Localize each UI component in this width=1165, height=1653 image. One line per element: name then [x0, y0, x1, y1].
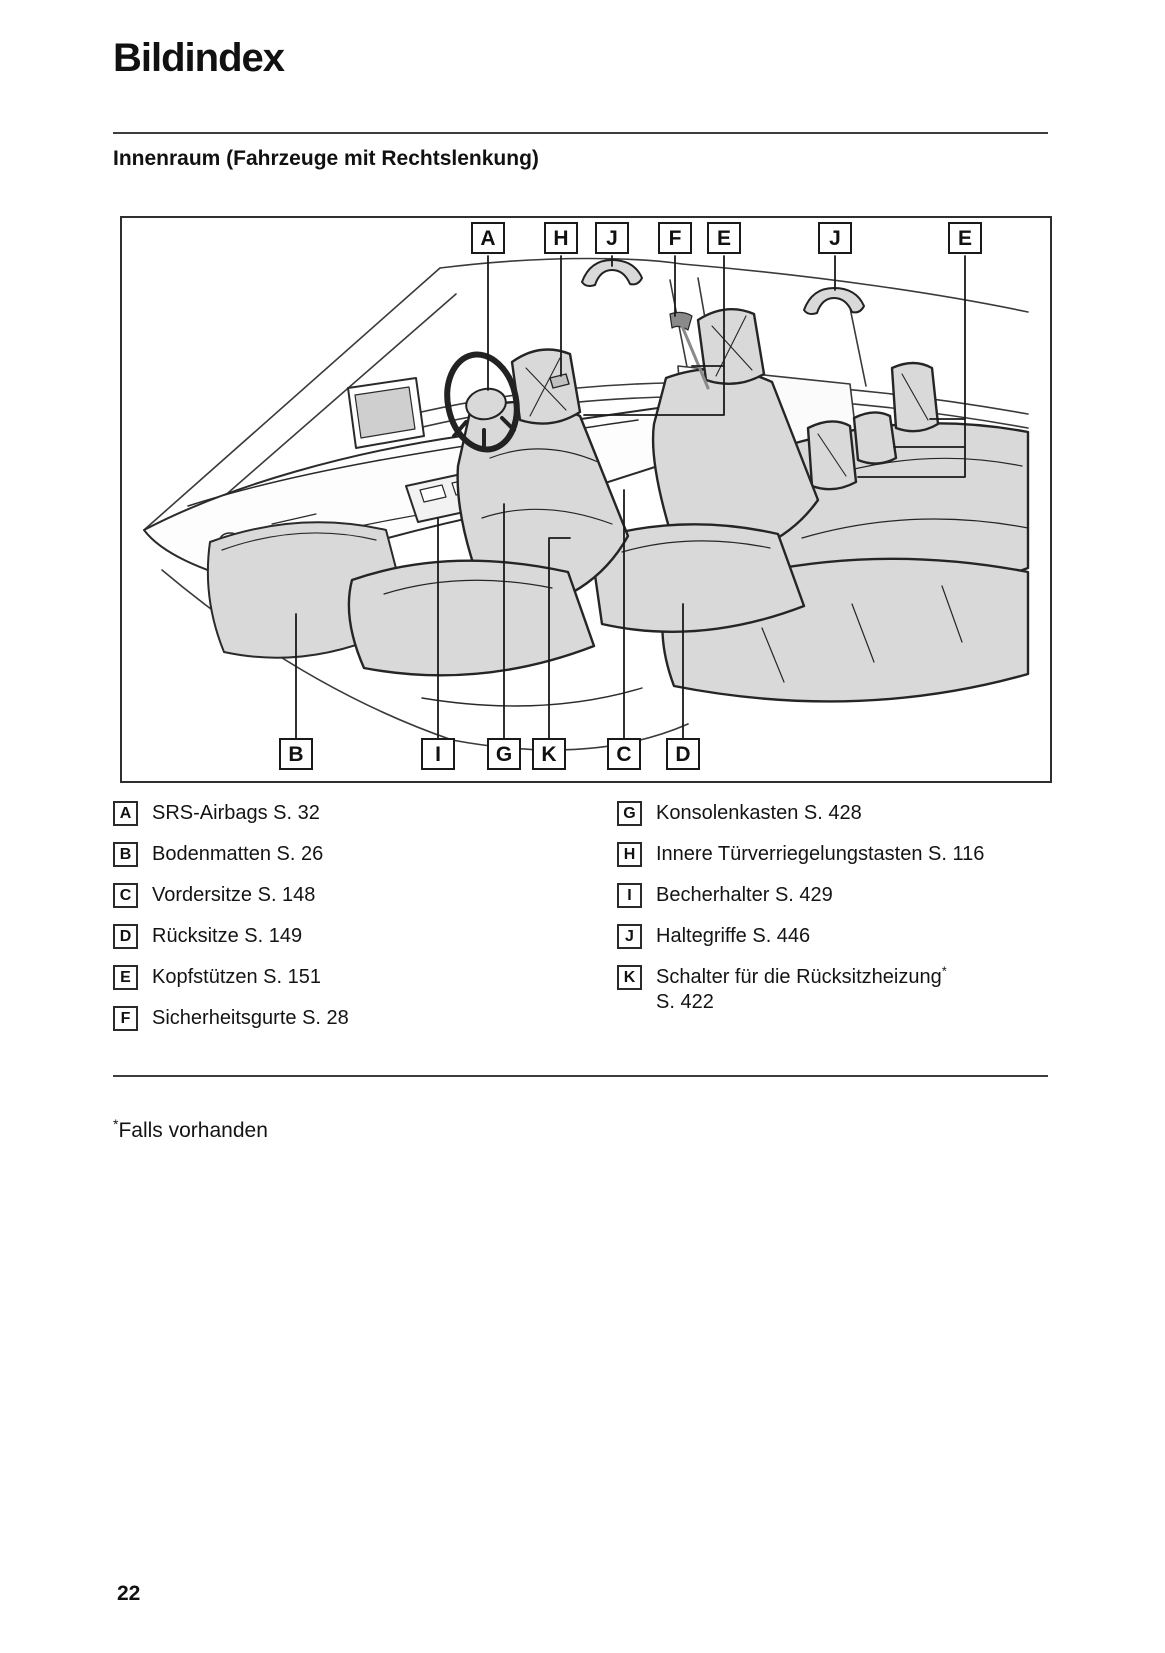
legend-text-G: Konsolenkasten S. 428 — [656, 802, 862, 824]
legend-key-F: F — [113, 1006, 138, 1031]
divider-top — [113, 132, 1048, 134]
legend-text-H: Innere Türverriegelungstasten S. 116 — [656, 843, 985, 865]
callout-box-J-front: J — [595, 222, 629, 254]
interior-figure: A H J F E J E B I G K C D — [120, 216, 1052, 783]
legend-text-J: Haltegriffe S. 446 — [656, 925, 811, 947]
legend-key-C: C — [113, 883, 138, 908]
legend-item-K: K Schalter für die Rücksitzheizung* S. 4… — [617, 963, 1048, 1015]
callout-box-D: D — [666, 738, 700, 770]
legend-key-H: H — [617, 842, 642, 867]
callout-box-B: B — [279, 738, 313, 770]
callout-box-F: F — [658, 222, 692, 254]
grab-handle-rear — [803, 287, 865, 315]
legend-column-right: G Konsolenkasten S. 428 H Innere Türverr… — [586, 801, 1048, 1047]
legend-text-K-line2: S. 422 — [656, 991, 714, 1013]
page-number: 22 — [117, 1582, 141, 1605]
legend-text-A: SRS-Airbags S. 32 — [152, 802, 320, 824]
callout-box-I: I — [421, 738, 455, 770]
interior-illustration — [143, 255, 1030, 751]
legend-text-K: Schalter für die Rücksitzheizung* S. 422 — [656, 963, 947, 1015]
page-title: Bildindex — [113, 36, 285, 80]
legend-item-B: B Bodenmatten S. 26 — [113, 842, 586, 867]
callout-box-C: C — [607, 738, 641, 770]
legend-text-I: Becherhalter S. 429 — [656, 884, 833, 906]
legend-text-F: Sicherheitsgurte S. 28 — [152, 1007, 349, 1029]
legend-text-C: Vordersitze S. 148 — [152, 884, 316, 906]
legend-item-I: I Becherhalter S. 429 — [617, 883, 1048, 908]
callout-box-A: A — [471, 222, 505, 254]
leader-lines — [295, 255, 966, 741]
divider-bottom — [113, 1075, 1048, 1077]
steering-wheel — [444, 351, 520, 453]
legend-key-B: B — [113, 842, 138, 867]
legend-key-K: K — [617, 965, 642, 990]
legend-item-D: D Rücksitze S. 149 — [113, 924, 586, 949]
legend-key-G: G — [617, 801, 642, 826]
legend-text-K-asterisk: * — [941, 963, 947, 979]
legend-text-B: Bodenmatten S. 26 — [152, 843, 324, 865]
driver-seat — [347, 348, 630, 677]
legend-item-E: E Kopfstützen S. 151 — [113, 965, 586, 990]
legend-key-I: I — [617, 883, 642, 908]
legend-item-C: C Vordersitze S. 148 — [113, 883, 586, 908]
legend-item-F: F Sicherheitsgurte S. 28 — [113, 1006, 586, 1031]
section-heading: Innenraum (Fahrzeuge mit Rechtslenkung) — [113, 147, 539, 170]
callout-box-G: G — [487, 738, 521, 770]
legend-key-E: E — [113, 965, 138, 990]
footnote-asterisk: * — [113, 1116, 119, 1132]
legend-item-A: A SRS-Airbags S. 32 — [113, 801, 586, 826]
footnote-text: Falls vorhanden — [118, 1119, 268, 1142]
legend-text-K-line1: Schalter für die Rücksitzheizung — [656, 966, 942, 988]
legend-item-H: H Innere Türverriegelungstasten S. 116 — [617, 842, 1048, 867]
callout-box-H: H — [544, 222, 578, 254]
legend: A SRS-Airbags S. 32 B Bodenmatten S. 26 … — [113, 801, 1048, 1047]
callout-box-E-rear: E — [948, 222, 982, 254]
legend-item-J: J Haltegriffe S. 446 — [617, 924, 1048, 949]
legend-text-E: Kopfstützen S. 151 — [152, 966, 322, 988]
page: Bildindex Innenraum (Fahrzeuge mit Recht… — [113, 36, 1052, 1145]
footnote: *Falls vorhanden — [113, 1117, 1048, 1145]
legend-key-J: J — [617, 924, 642, 949]
callout-box-K: K — [532, 738, 566, 770]
legend-item-G: G Konsolenkasten S. 428 — [617, 801, 1048, 826]
legend-text-D: Rücksitze S. 149 — [152, 925, 303, 947]
callout-box-J-rear: J — [818, 222, 852, 254]
callout-box-E-front: E — [707, 222, 741, 254]
legend-column-left: A SRS-Airbags S. 32 B Bodenmatten S. 26 … — [113, 801, 586, 1047]
passenger-seat — [588, 308, 820, 633]
legend-key-D: D — [113, 924, 138, 949]
legend-key-A: A — [113, 801, 138, 826]
